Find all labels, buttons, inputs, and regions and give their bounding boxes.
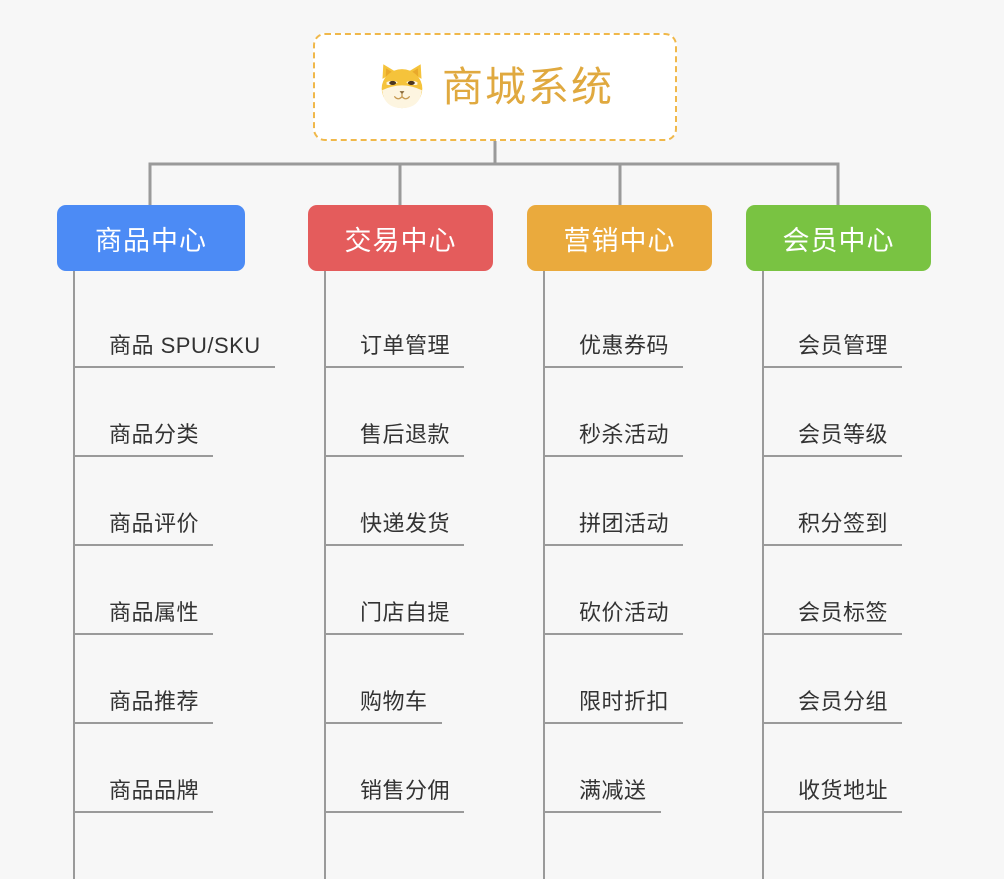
- list-item[interactable]: 拼团活动: [543, 457, 767, 546]
- list-item[interactable]: 优惠券码: [543, 279, 767, 368]
- leaf-label: 秒杀活动: [543, 417, 684, 457]
- leaf-label: 拼团活动: [543, 506, 684, 546]
- list-item[interactable]: 售后退款: [324, 368, 548, 457]
- list-item[interactable]: 订单管理: [324, 279, 548, 368]
- leaf-label: 商品推荐: [73, 684, 214, 724]
- list-item[interactable]: 购物车: [324, 635, 548, 724]
- leaf-label: 限时折扣: [543, 684, 684, 724]
- root-title: 商城系统: [442, 63, 614, 110]
- branch-items-4: 会员管理 会员等级 积分签到 会员标签 会员分组 收货地址: [762, 271, 986, 879]
- leaf-label: 会员等级: [762, 417, 903, 457]
- leaf-label: 商品分类: [73, 417, 214, 457]
- leaf-label: 商品 SPU/SKU: [73, 328, 275, 368]
- leaf-label: 销售分佣: [324, 773, 465, 813]
- branch-head-4[interactable]: 会员中心: [746, 205, 931, 271]
- branch-head-label-1: 商品中心: [95, 225, 207, 256]
- list-item[interactable]: 商品 SPU/SKU: [73, 279, 305, 368]
- root-node[interactable]: 商城系统: [313, 33, 677, 141]
- branch-column-2: 交易中心 订单管理 售后退款 快递发货 门店自提 购物车 销售分佣: [308, 205, 548, 879]
- mindmap-canvas: 商城系统 商品中心 商品 SPU/SKU 商品分类 商品评价 商品属性 商品推荐: [57, 33, 986, 879]
- leaf-label: 商品品牌: [73, 773, 214, 813]
- branch-head-3[interactable]: 营销中心: [527, 205, 712, 271]
- list-item[interactable]: 会员等级: [762, 368, 986, 457]
- branch-column-4: 会员中心 会员管理 会员等级 积分签到 会员标签 会员分组 收货地址: [746, 205, 986, 879]
- branch-head-label-3: 营销中心: [563, 225, 676, 256]
- leaf-label: 售后退款: [324, 417, 465, 457]
- list-item[interactable]: 会员分组: [762, 635, 986, 724]
- branch-spine-4: [762, 271, 764, 879]
- leaf-label: 门店自提: [324, 595, 465, 635]
- leaf-label: 商品评价: [73, 506, 214, 546]
- list-item[interactable]: 会员管理: [762, 279, 986, 368]
- list-item[interactable]: 商品分类: [73, 368, 305, 457]
- list-item[interactable]: 商品评价: [73, 457, 305, 546]
- branch-items-3: 优惠券码 秒杀活动 拼团活动 砍价活动 限时折扣 满减送: [543, 271, 767, 879]
- list-item[interactable]: 商品品牌: [73, 724, 305, 813]
- leaf-label: 砍价活动: [543, 595, 684, 635]
- leaf-label: 积分签到: [762, 506, 903, 546]
- list-item[interactable]: 快递发货: [324, 457, 548, 546]
- list-item[interactable]: 积分签到: [762, 457, 986, 546]
- leaf-label: 收货地址: [762, 773, 903, 813]
- branch-head-1[interactable]: 商品中心: [57, 205, 245, 271]
- list-item[interactable]: 商品属性: [73, 546, 305, 635]
- list-item[interactable]: 秒杀活动: [543, 368, 767, 457]
- branch-spine-2: [324, 271, 326, 879]
- branch-spine-3: [543, 271, 545, 879]
- leaf-label: 订单管理: [324, 328, 465, 368]
- list-item[interactable]: 收货地址: [762, 724, 986, 813]
- leaf-label: 会员标签: [762, 595, 903, 635]
- branch-head-2[interactable]: 交易中心: [308, 205, 493, 271]
- list-item[interactable]: 砍价活动: [543, 546, 767, 635]
- list-item[interactable]: 商品推荐: [73, 635, 305, 724]
- leaf-label: 商品属性: [73, 595, 214, 635]
- list-item[interactable]: 销售分佣: [324, 724, 548, 813]
- list-item[interactable]: 门店自提: [324, 546, 548, 635]
- branch-items-1: 商品 SPU/SKU 商品分类 商品评价 商品属性 商品推荐 商品品牌: [73, 271, 305, 879]
- leaf-label: 优惠券码: [543, 328, 684, 368]
- branch-head-label-2: 交易中心: [344, 225, 457, 256]
- branch-head-label-4: 会员中心: [782, 225, 895, 256]
- list-item[interactable]: 满减送: [543, 724, 767, 813]
- leaf-label: 快递发货: [324, 506, 465, 546]
- list-item[interactable]: 限时折扣: [543, 635, 767, 724]
- leaf-label: 购物车: [324, 684, 442, 724]
- shiba-dog-face-icon: [376, 61, 428, 113]
- leaf-label: 会员分组: [762, 684, 903, 724]
- branch-column-3: 营销中心 优惠券码 秒杀活动 拼团活动 砍价活动 限时折扣 满减送: [527, 205, 767, 879]
- leaf-label: 满减送: [543, 773, 661, 813]
- leaf-label: 会员管理: [762, 328, 903, 368]
- branch-items-2: 订单管理 售后退款 快递发货 门店自提 购物车 销售分佣: [324, 271, 548, 879]
- branch-spine-1: [73, 271, 75, 879]
- branch-column-1: 商品中心 商品 SPU/SKU 商品分类 商品评价 商品属性 商品推荐 商品品牌: [57, 205, 305, 879]
- list-item[interactable]: 会员标签: [762, 546, 986, 635]
